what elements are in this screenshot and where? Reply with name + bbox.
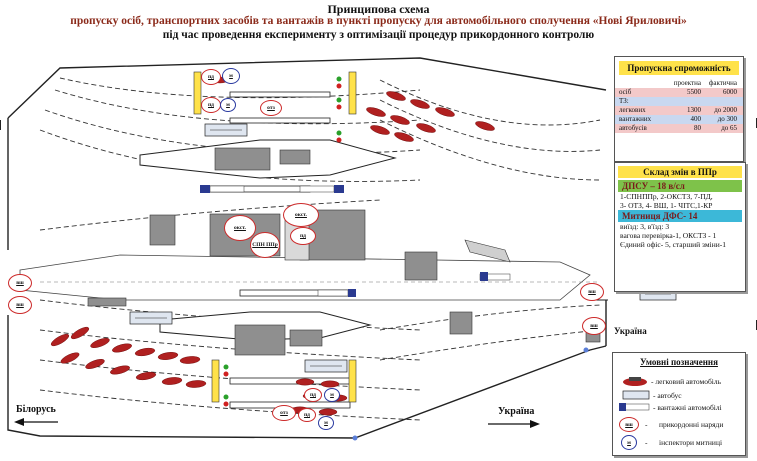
- marker-vsh: вш: [8, 296, 32, 314]
- direction-belarus: Білорусь: [16, 404, 56, 415]
- legend-heading: Умовні позначення: [640, 357, 718, 367]
- table-row: автобусів 80 до 65: [615, 124, 743, 133]
- table-row: вантажних 400 до 300: [615, 115, 743, 124]
- table-row: осіб 5500 6000: [615, 88, 743, 97]
- perimeter-lines: [7, 57, 607, 439]
- title-line-2: пропуску осіб, транспортних засобів та в…: [70, 15, 687, 27]
- customs-marker: м: [621, 435, 637, 450]
- marker-m: м: [222, 68, 240, 84]
- marker-spn: СПН ППр: [250, 232, 280, 258]
- truck-icon: [619, 403, 650, 411]
- marker-m: м: [318, 416, 334, 430]
- marker-pd: пд: [201, 97, 221, 113]
- marker-m: м: [324, 388, 340, 402]
- marker-pd: пд: [304, 388, 322, 402]
- table-row: ТЗ:: [615, 97, 743, 106]
- customs-line: Єдиний офіс- 5, старший зміни-1: [620, 240, 727, 249]
- title-line-3: під час проведення експерименту з оптимі…: [162, 29, 595, 41]
- traffic-lights: [223, 76, 342, 407]
- col-projected: проектна: [673, 79, 701, 87]
- trucks: [200, 185, 511, 297]
- marker-otz: отз: [260, 100, 282, 116]
- lane-guides: [39, 77, 601, 421]
- dpsu-heading: ДПСУ – 18 в/сл: [618, 180, 742, 192]
- marker-pd: пд: [298, 408, 316, 422]
- staff-composition: Склад змін в ППр ДПСУ – 18 в/сл 1-СПНППр…: [614, 162, 746, 292]
- car-queue-upper: [211, 76, 495, 142]
- title-line-1: Принципова схема: [327, 2, 430, 16]
- marker-otz: отз: [272, 405, 296, 421]
- table-row: легкових 1300 до 2000: [615, 106, 743, 115]
- marker-m: м: [220, 98, 236, 112]
- marker-vsh: вш: [8, 274, 32, 292]
- customs-line: виїзд: 3, в'їзд: 3: [620, 222, 670, 231]
- direction-ukraine-small: Україна: [614, 326, 647, 336]
- control-booths: [193, 71, 357, 403]
- marker-vsh: вш: [580, 283, 604, 301]
- arrow-right-icon: [530, 420, 540, 428]
- marker-okst: окст.: [224, 215, 256, 241]
- bus-icon: [622, 390, 650, 400]
- dpsu-line: 3- ОТЗ, 4- ВШ, 1- ЧІТС,1-КР: [620, 201, 713, 210]
- customs-heading: Митниця ДФС- 14: [618, 210, 742, 222]
- capacity-heading: Пропускна спроможність: [619, 61, 739, 75]
- col-actual: фактична: [708, 79, 737, 87]
- customs-line: вагова перевірка-1, ОКСТЗ - 1: [620, 231, 717, 240]
- capacity-header-row: проектна фактична: [615, 79, 743, 88]
- dpsu-line: 1-СПНППр, 2-ОКСТЗ, 7-ПД,: [620, 192, 713, 201]
- legend: Умовні позначення - легковий автомобіль …: [612, 352, 746, 456]
- direction-arrows: [14, 418, 540, 428]
- border-guard-marker: вш: [619, 417, 639, 432]
- marker-okst: окст.: [283, 203, 319, 227]
- arrow-left-icon: [14, 418, 24, 426]
- direction-ukraine: Україна: [498, 406, 535, 417]
- marker-vsh: вш: [582, 317, 606, 335]
- car-icon: [623, 377, 647, 386]
- marker-pd: пд: [290, 227, 316, 245]
- capacity-table: Пропускна спроможність проектна фактична…: [614, 56, 744, 162]
- marker-pd: пд: [201, 69, 221, 85]
- staff-heading: Склад змін в ППр: [618, 166, 742, 178]
